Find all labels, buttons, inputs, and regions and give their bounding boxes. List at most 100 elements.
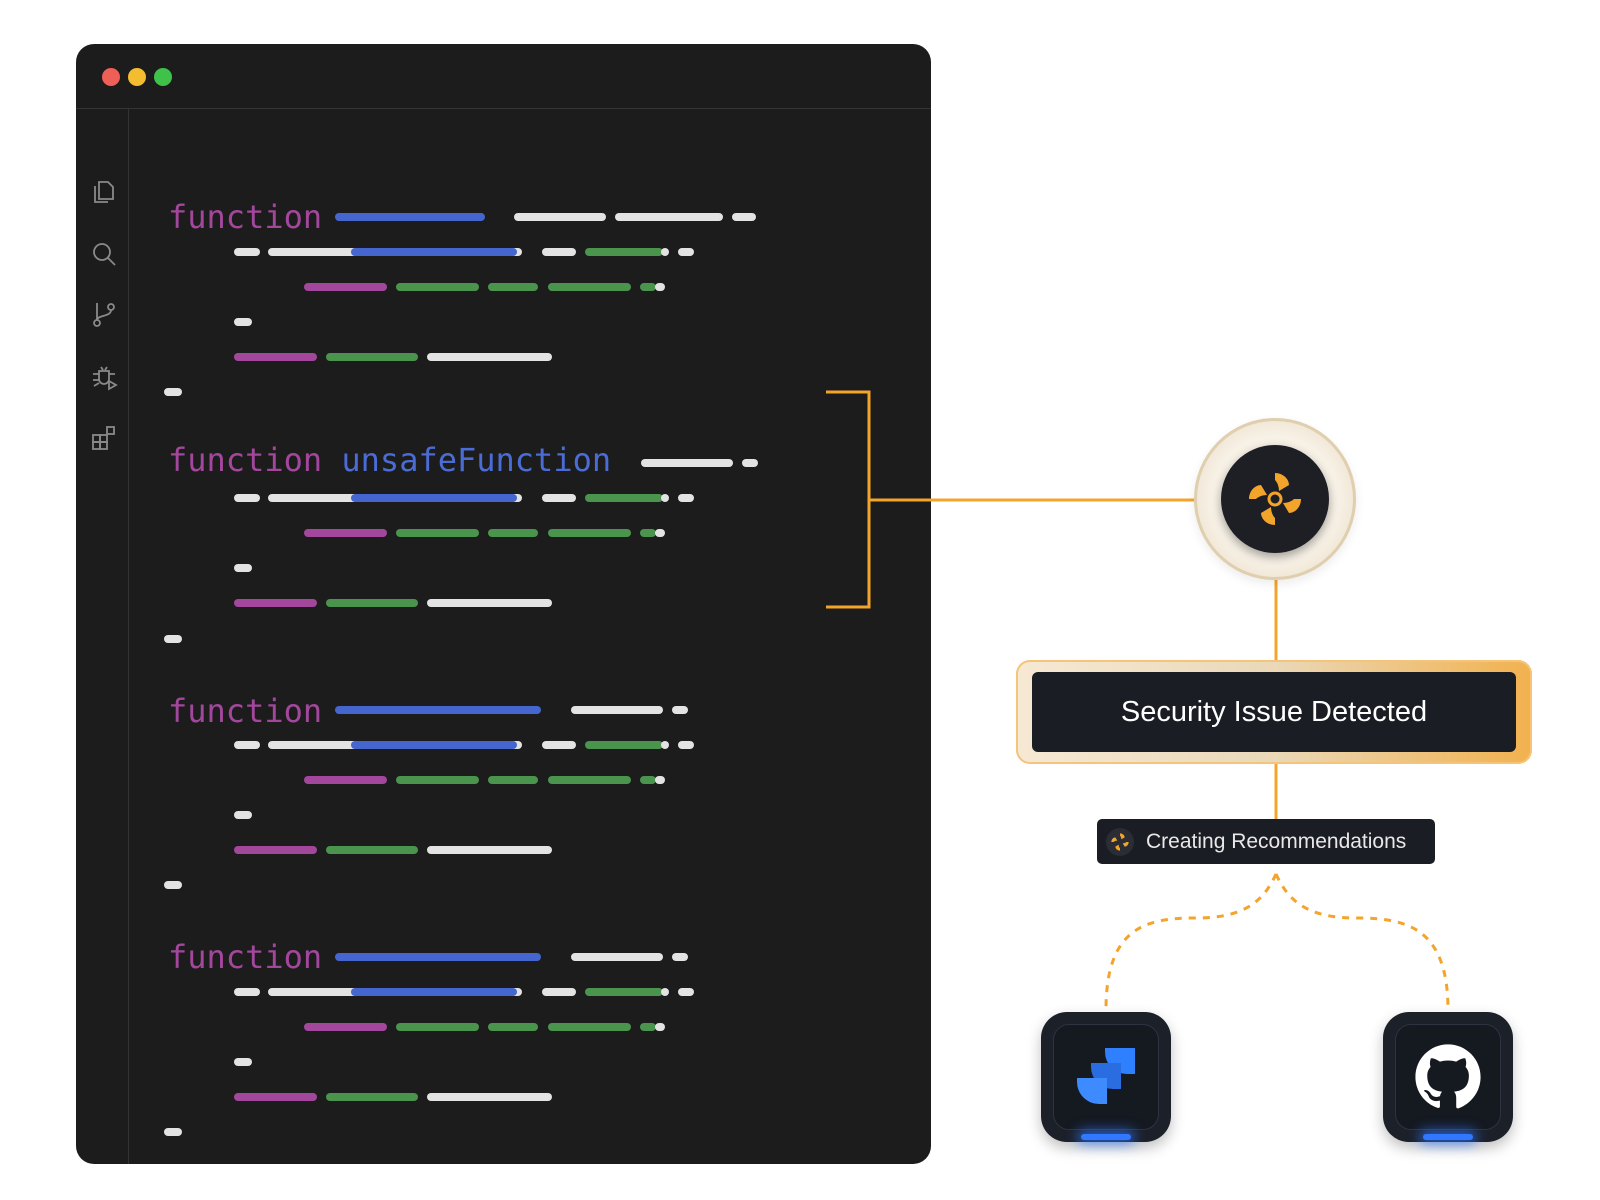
- code-token: [542, 988, 576, 996]
- code-token: [678, 741, 694, 749]
- search-icon[interactable]: [89, 239, 119, 269]
- code-token: [548, 283, 631, 291]
- jira-icon: [1077, 1048, 1135, 1104]
- code-token: [351, 741, 517, 749]
- code-token: [351, 494, 517, 502]
- code-token: [396, 776, 479, 784]
- code-token: [304, 776, 387, 784]
- status-chip-label: Creating Recommendations: [1146, 829, 1407, 853]
- jira-integration-tile[interactable]: [1041, 1012, 1171, 1142]
- github-integration-tile[interactable]: [1383, 1012, 1513, 1142]
- code-token: [661, 741, 669, 749]
- code-token: [164, 635, 182, 643]
- security-alert-label: Security Issue Detected: [1032, 672, 1516, 752]
- code-editor-window: function function unsafeFunction: [76, 44, 931, 1164]
- code-token: [661, 494, 669, 502]
- code-token: [548, 1023, 631, 1031]
- code-token: [548, 776, 631, 784]
- code-token: [396, 529, 479, 537]
- code-token: [585, 741, 663, 749]
- code-token: [542, 741, 576, 749]
- code-token: [678, 248, 694, 256]
- code-token: [326, 846, 418, 854]
- code-token: [351, 988, 517, 996]
- code-token: [396, 283, 479, 291]
- code-token: [335, 706, 541, 714]
- code-token: [234, 248, 260, 256]
- code-token: [655, 283, 665, 291]
- code-token: [571, 706, 663, 714]
- code-line-function: function: [168, 693, 322, 729]
- code-token: [548, 529, 631, 537]
- code-token: [164, 388, 182, 396]
- code-token: [326, 353, 418, 361]
- code-line-function: function: [168, 199, 322, 235]
- code-token: [542, 494, 576, 502]
- window-titlebar: [76, 44, 931, 109]
- code-token: [427, 353, 552, 361]
- security-alert-card: Security Issue Detected: [1016, 660, 1532, 764]
- agent-core: [1221, 445, 1329, 553]
- code-token: [655, 1023, 665, 1031]
- code-token: [655, 776, 665, 784]
- minimize-window-button[interactable]: [128, 68, 146, 86]
- code-token: [234, 846, 317, 854]
- code-token: [326, 599, 418, 607]
- code-token: [234, 599, 317, 607]
- code-token: [234, 1093, 317, 1101]
- code-token: [742, 459, 758, 467]
- code-token: [542, 248, 576, 256]
- extensions-icon[interactable]: [89, 423, 119, 453]
- code-token: [234, 988, 260, 996]
- keyword: function: [168, 441, 323, 479]
- code-token: [427, 846, 552, 854]
- dashed-path-to-jira: [1104, 873, 1278, 1011]
- code-token: [488, 529, 538, 537]
- code-token: [304, 1023, 387, 1031]
- code-token: [678, 988, 694, 996]
- code-token: [640, 529, 656, 537]
- code-area: function function unsafeFunction: [128, 109, 931, 1164]
- keyword: function: [168, 938, 323, 976]
- code-token: [427, 599, 552, 607]
- code-token: [661, 988, 669, 996]
- code-token: [585, 494, 663, 502]
- code-token: [427, 1093, 552, 1101]
- files-icon[interactable]: [89, 177, 119, 207]
- code-token: [304, 283, 387, 291]
- code-token: [335, 213, 485, 221]
- code-token: [304, 529, 387, 537]
- agent-logo-icon: [1249, 473, 1301, 525]
- code-token: [164, 881, 182, 889]
- code-token: [164, 1128, 182, 1136]
- code-token: [351, 248, 517, 256]
- code-token: [234, 741, 260, 749]
- keyword: function: [168, 198, 323, 236]
- maximize-window-button[interactable]: [154, 68, 172, 86]
- code-token: [234, 494, 260, 502]
- code-token: [640, 1023, 656, 1031]
- source-control-icon[interactable]: [89, 299, 119, 329]
- code-token: [641, 459, 733, 467]
- code-token: [234, 1058, 252, 1066]
- code-token: [655, 529, 665, 537]
- close-window-button[interactable]: [102, 68, 120, 86]
- code-token: [514, 213, 606, 221]
- code-token: [234, 353, 317, 361]
- code-line-function: function: [168, 939, 322, 975]
- github-icon: [1415, 1044, 1481, 1109]
- activity-bar: [76, 109, 129, 1164]
- debug-icon[interactable]: [89, 361, 119, 391]
- code-token: [396, 1023, 479, 1031]
- code-token: [234, 564, 252, 572]
- code-token: [326, 1093, 418, 1101]
- code-token: [640, 776, 656, 784]
- code-token: [488, 283, 538, 291]
- code-token: [640, 283, 656, 291]
- keyword: function: [168, 692, 323, 730]
- code-token: [234, 318, 252, 326]
- code-token: [672, 953, 688, 961]
- code-token: [488, 776, 538, 784]
- code-token: [488, 1023, 538, 1031]
- unsafe-function-name: unsafeFunction: [341, 441, 612, 479]
